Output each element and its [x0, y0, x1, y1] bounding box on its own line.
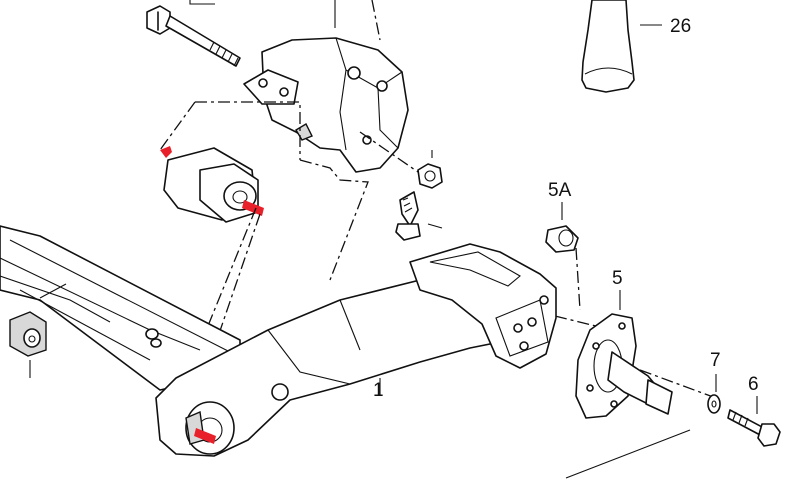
bump-stop-part-26 — [581, 0, 662, 93]
label-5: 5 — [612, 268, 623, 289]
bolt-icon — [727, 396, 781, 447]
long-bolt — [146, 5, 241, 67]
nut-icon — [417, 150, 443, 189]
spring-seat — [409, 243, 557, 369]
label-5a: 5A — [548, 180, 572, 201]
short-bolt — [395, 191, 443, 241]
label-1: 1 — [373, 380, 384, 401]
wheel-hub-icon — [575, 290, 673, 419]
mark-arrow-bushing — [242, 200, 264, 216]
bushing-icon — [160, 146, 264, 223]
mark-arrow-arm — [194, 428, 216, 444]
top-label-stub — [189, 0, 336, 28]
label-6: 6 — [748, 374, 759, 395]
mark-arrow-top-left — [160, 146, 172, 158]
label-26: 26 — [670, 16, 691, 37]
bearing-icon — [545, 202, 579, 253]
washer-icon — [707, 374, 721, 414]
mounting-bracket — [243, 37, 409, 173]
axle-beam — [0, 225, 241, 391]
assembly-lines — [159, 0, 717, 399]
label-7: 7 — [710, 350, 721, 371]
ground-line — [565, 429, 691, 479]
rubber-mount-left — [9, 283, 67, 378]
